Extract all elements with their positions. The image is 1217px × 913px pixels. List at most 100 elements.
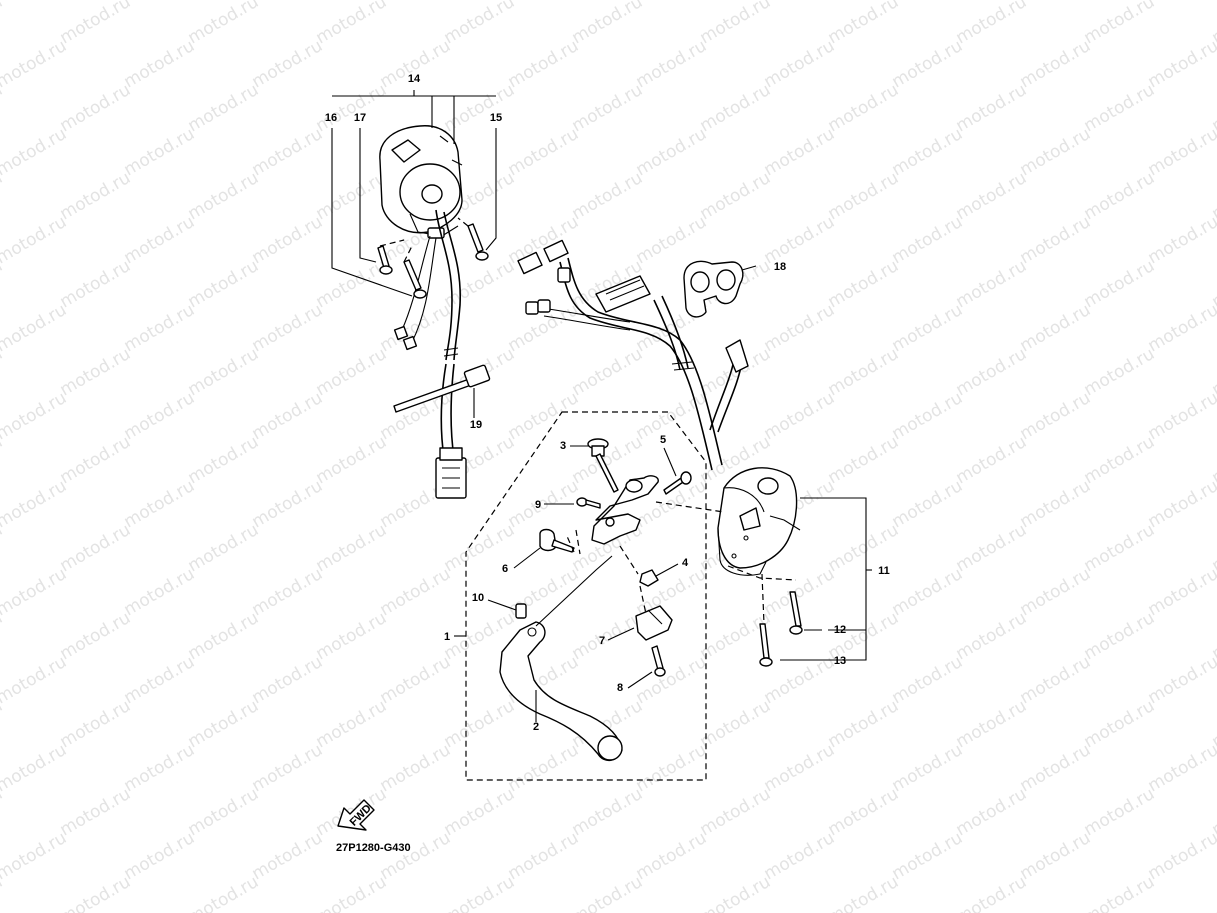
watermark-text: motod.ru bbox=[441, 696, 519, 752]
lever-2[interactable] bbox=[499, 621, 623, 761]
watermark-text: motod.ru bbox=[825, 0, 903, 48]
watermark-text: motod.ru bbox=[0, 740, 70, 796]
small-connector-b[interactable] bbox=[525, 299, 551, 315]
watermark-text: motod.ru bbox=[633, 212, 711, 268]
watermark-text: motod.ru bbox=[1145, 652, 1217, 708]
watermark-text: motod.ru bbox=[505, 740, 583, 796]
callout-16: 16 bbox=[325, 112, 337, 124]
callout-15: 15 bbox=[490, 112, 502, 124]
switch-7[interactable] bbox=[635, 605, 673, 641]
watermark-text: motod.ru bbox=[0, 0, 70, 4]
watermark-text: motod.ru bbox=[761, 564, 839, 620]
watermark-text: motod.ru bbox=[249, 828, 327, 884]
watermark-text: motod.ru bbox=[953, 80, 1031, 136]
watermark-text: motod.ru bbox=[441, 784, 519, 840]
screw-13[interactable] bbox=[759, 623, 773, 667]
watermark-text: motod.ru bbox=[121, 388, 199, 444]
watermark-text: motod.ru bbox=[57, 344, 135, 400]
watermark-text: motod.ru bbox=[185, 872, 263, 913]
watermark-text: motod.ru bbox=[953, 168, 1031, 224]
watermark-text: motod.ru bbox=[1081, 608, 1159, 664]
callout-lines bbox=[331, 90, 872, 722]
watermark-text: motod.ru bbox=[313, 432, 391, 488]
watermark-text: motod.ru bbox=[1145, 0, 1217, 4]
left-switch-assembly[interactable] bbox=[379, 125, 463, 239]
screw-6[interactable] bbox=[539, 528, 575, 553]
pivot-bolt-3[interactable] bbox=[587, 438, 619, 493]
small-connector-a[interactable] bbox=[517, 239, 571, 283]
cable-tie-19[interactable] bbox=[393, 364, 491, 413]
watermark-text: motod.ru bbox=[0, 476, 70, 532]
screw-9[interactable] bbox=[576, 497, 601, 509]
watermark-text: motod.ru bbox=[249, 0, 327, 4]
connector-c[interactable] bbox=[725, 339, 749, 373]
watermark-text: motod.ru bbox=[505, 124, 583, 180]
watermark-text: motod.ru bbox=[1017, 36, 1095, 92]
watermark-text: motod.ru bbox=[633, 0, 711, 4]
watermark-text: motod.ru bbox=[1017, 0, 1095, 4]
left-switch-wiring bbox=[393, 209, 467, 499]
assembly-guide-line bbox=[535, 555, 613, 627]
watermark-text: motod.ru bbox=[121, 740, 199, 796]
watermark-text: motod.ru bbox=[121, 212, 199, 268]
bolt-5[interactable] bbox=[663, 471, 692, 495]
screw-8[interactable] bbox=[651, 645, 666, 677]
watermark-text: motod.ru bbox=[505, 828, 583, 884]
callout-10: 10 bbox=[472, 592, 484, 604]
screw-12[interactable] bbox=[789, 591, 803, 635]
watermark-text: motod.ru bbox=[185, 432, 263, 488]
watermark-text: motod.ru bbox=[1017, 124, 1095, 180]
watermark-text: motod.ru bbox=[377, 828, 455, 884]
watermark-text: motod.ru bbox=[889, 124, 967, 180]
watermark-text: motod.ru bbox=[761, 212, 839, 268]
screw-15[interactable] bbox=[467, 223, 489, 261]
watermark-text: motod.ru bbox=[825, 520, 903, 576]
nut-4[interactable] bbox=[639, 569, 659, 587]
watermark-text: motod.ru bbox=[953, 608, 1031, 664]
watermark-text: motod.ru bbox=[377, 300, 455, 356]
pin-10[interactable] bbox=[515, 603, 527, 619]
bracket-holder[interactable] bbox=[591, 475, 659, 545]
screw-16[interactable] bbox=[403, 259, 427, 299]
watermark-text: motod.ru bbox=[889, 388, 967, 444]
watermark-text: motod.ru bbox=[1145, 124, 1217, 180]
watermark-text: motod.ru bbox=[953, 344, 1031, 400]
watermark-text: motod.ru bbox=[889, 212, 967, 268]
watermark-text: motod.ru bbox=[249, 652, 327, 708]
watermark-text: motod.ru bbox=[1145, 828, 1217, 884]
watermark-text: motod.ru bbox=[761, 828, 839, 884]
screw-17[interactable] bbox=[377, 245, 393, 275]
callout-4: 4 bbox=[682, 557, 689, 569]
watermark-text: motod.ru bbox=[761, 740, 839, 796]
callout-18: 18 bbox=[774, 261, 786, 273]
clamp-18[interactable] bbox=[683, 260, 744, 318]
right-switch-assembly[interactable] bbox=[717, 467, 798, 576]
watermark-text: motod.ru bbox=[761, 36, 839, 92]
watermark-text: motod.ru bbox=[441, 0, 519, 48]
watermark-text: motod.ru bbox=[185, 80, 263, 136]
watermark-text: motod.ru bbox=[185, 344, 263, 400]
watermark-text: motod.ru bbox=[377, 0, 455, 4]
leader-dashes-right bbox=[727, 565, 797, 625]
watermark-text: motod.ru bbox=[1081, 520, 1159, 576]
connector-block[interactable] bbox=[595, 275, 651, 313]
watermark-text: motod.ru bbox=[1145, 476, 1217, 532]
watermark-text: motod.ru bbox=[57, 872, 135, 913]
watermark-text: motod.ru bbox=[1145, 740, 1217, 796]
watermark-text: motod.ru bbox=[825, 696, 903, 752]
watermark-text: motod.ru bbox=[0, 828, 70, 884]
watermark-text: motod.ru bbox=[697, 784, 775, 840]
watermark-text: motod.ru bbox=[121, 124, 199, 180]
watermark-text: motod.ru bbox=[889, 564, 967, 620]
callout-7: 7 bbox=[599, 635, 605, 647]
watermark-text: motod.ru bbox=[1145, 564, 1217, 620]
callout-13: 13 bbox=[834, 655, 846, 667]
watermark-text: motod.ru bbox=[1081, 432, 1159, 488]
watermark-text: motod.ru bbox=[185, 168, 263, 224]
watermark-text: motod.ru bbox=[953, 432, 1031, 488]
callout-14: 14 bbox=[408, 73, 421, 85]
watermark-text: motod.ru bbox=[1017, 388, 1095, 444]
